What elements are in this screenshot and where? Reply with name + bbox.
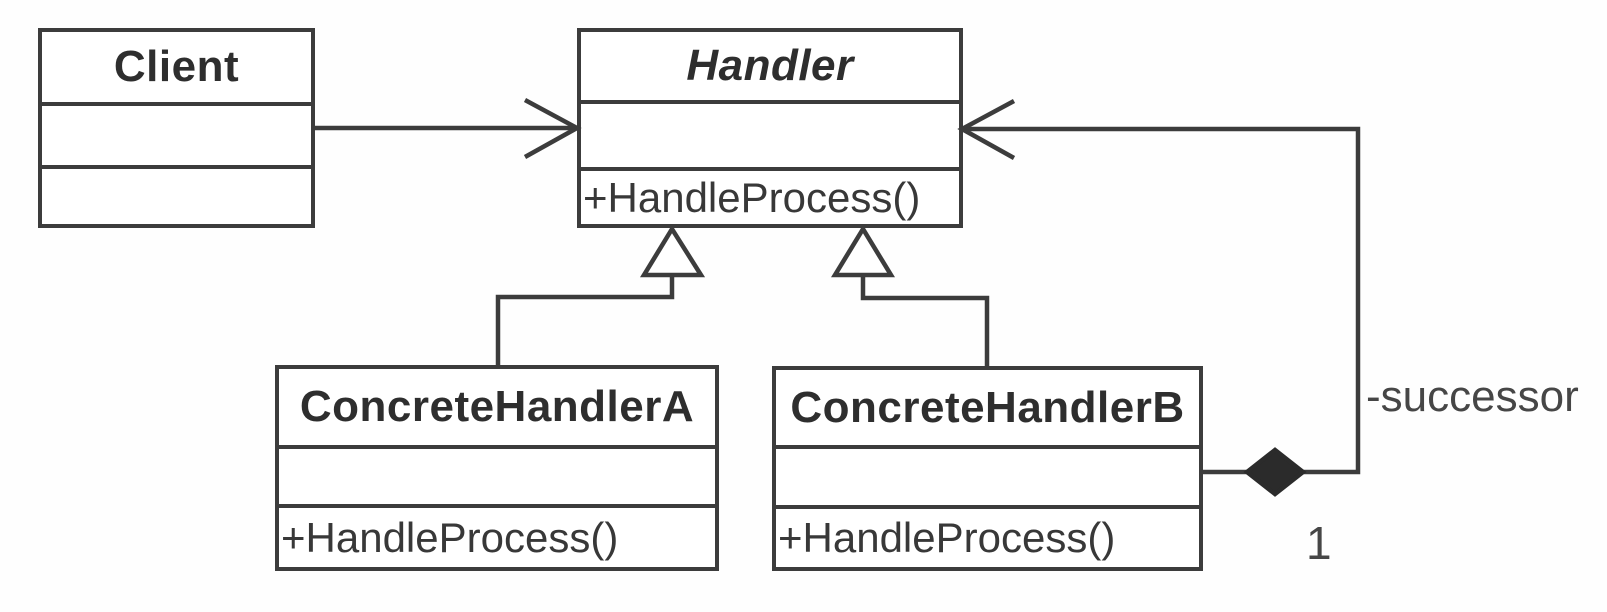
attributes-compartment-concrete-handler-a: [279, 445, 715, 504]
class-box-client: Client: [38, 28, 315, 228]
class-name-client: Client: [113, 42, 240, 91]
class-box-concrete-handler-a: ConcreteHandlerA +HandleProcess(): [275, 365, 719, 571]
operation-label-concrete-handler-b: +HandleProcess(): [776, 505, 1199, 567]
attributes-compartment-handler: [581, 100, 959, 167]
operations-compartment-client: [42, 165, 311, 224]
generalization-triangle-icon-b: [830, 224, 896, 278]
aggregation-diamond-icon: [1243, 447, 1307, 497]
class-name-concrete-handler-b: ConcreteHandlerB: [790, 382, 1185, 432]
open-arrowhead-icon-right: [523, 98, 582, 159]
successor-role-label: -successor: [1366, 372, 1579, 421]
operation-label-concrete-handler-a: +HandleProcess(): [279, 504, 715, 567]
generalization-triangle-icon-a: [639, 224, 706, 278]
generalization-line-a: [495, 275, 675, 365]
multiplicity-label: 1: [1306, 517, 1332, 569]
class-name-handler: Handler: [686, 41, 854, 90]
operation-label-handler: +HandleProcess(): [581, 167, 959, 224]
class-name-concrete-handler-a: ConcreteHandlerA: [299, 382, 695, 431]
generalization-line-b: [860, 275, 990, 366]
open-arrowhead-icon-left: [957, 99, 1016, 160]
attributes-compartment-concrete-handler-b: [776, 445, 1199, 505]
attributes-compartment-client: [42, 102, 311, 165]
class-box-handler: Handler +HandleProcess(): [577, 28, 963, 228]
class-box-concrete-handler-b: ConcreteHandlerB +HandleProcess(): [772, 366, 1203, 571]
